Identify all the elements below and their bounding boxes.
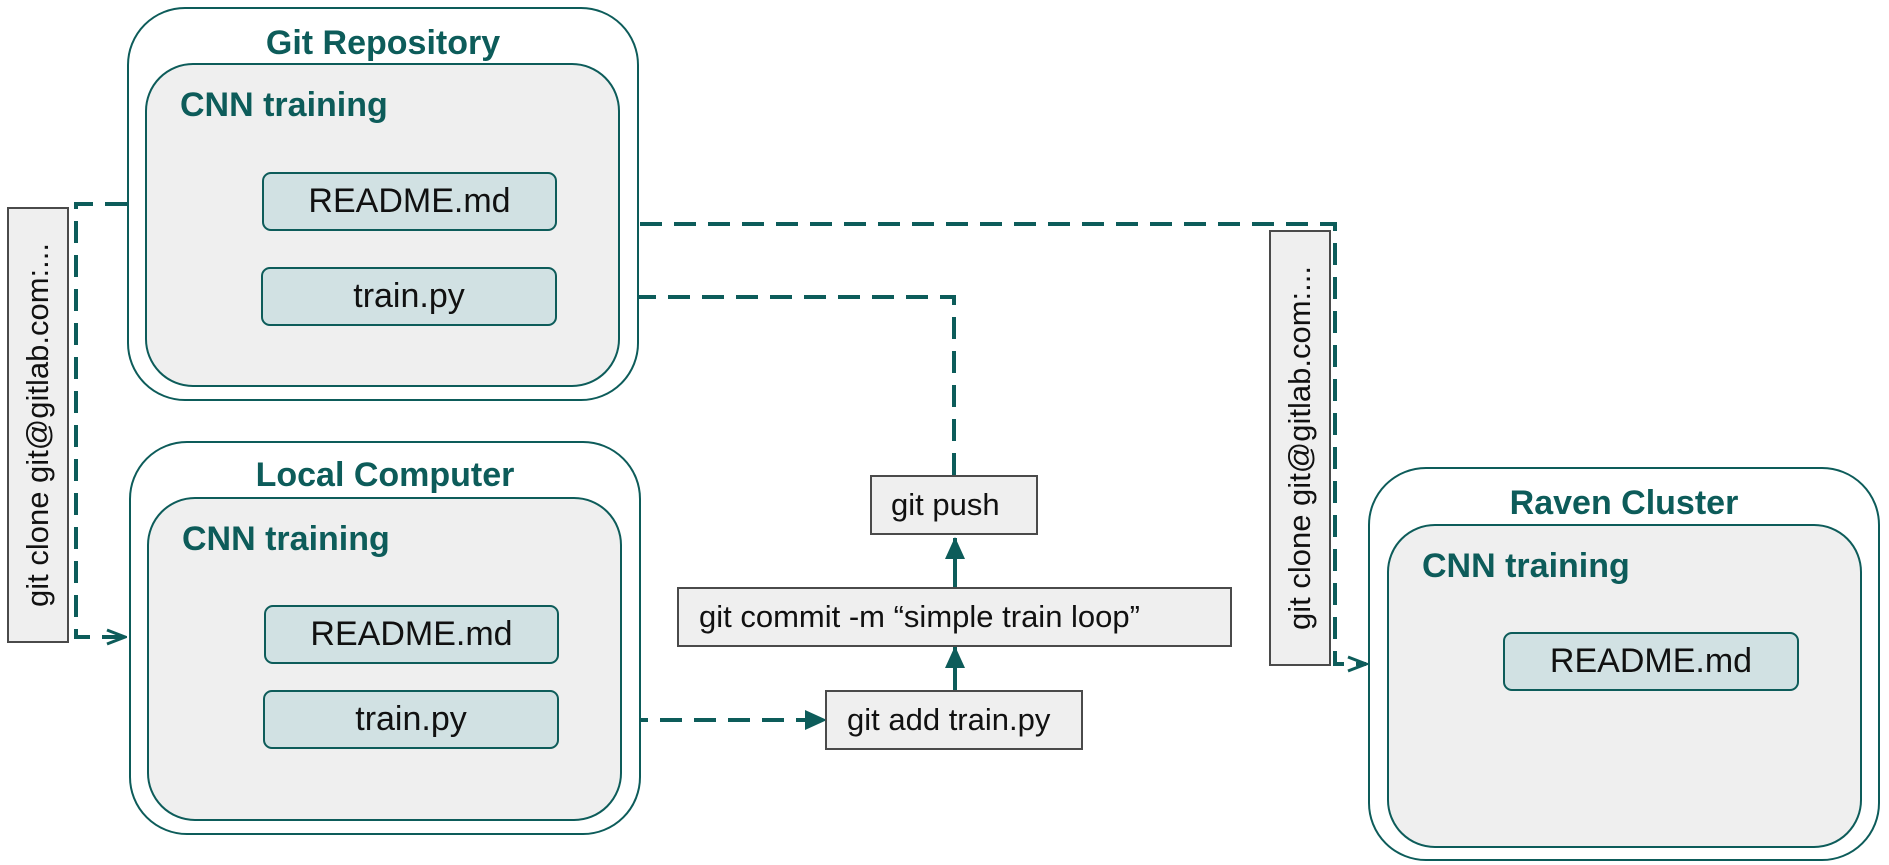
- git-commit-label: git commit -m “simple train loop”: [699, 599, 1140, 634]
- local-train-file: train.py: [263, 690, 559, 749]
- local-readme-file: README.md: [264, 605, 559, 664]
- push-arrow: [557, 287, 956, 475]
- cluster-readme-file: README.md: [1503, 632, 1799, 691]
- git-push-label: git push: [891, 487, 1000, 522]
- raven-cluster-title: Raven Cluster: [1509, 484, 1739, 522]
- git-repo-train-file: train.py: [261, 267, 557, 326]
- git-repo-readme-file: README.md: [262, 172, 557, 231]
- clone-cluster-arrow: [640, 222, 1366, 664]
- git-add-label: git add train.py: [847, 702, 1051, 737]
- git-add-command: git add train.py: [825, 690, 1083, 750]
- clone-cluster-command: git clone git@gitlab.com:...: [1269, 230, 1331, 666]
- git-push-command: git push: [870, 475, 1038, 535]
- clone-local-arrow: [74, 202, 127, 637]
- local-folder-name: CNN training: [182, 520, 390, 558]
- clone-local-command: git clone git@gitlab.com:...: [7, 207, 69, 643]
- git-commit-command: git commit -m “simple train loop”: [677, 587, 1232, 647]
- git-repo-folder-name: CNN training: [180, 86, 388, 124]
- clone-local-command-label: git clone git@gitlab.com:...: [20, 242, 55, 608]
- git-repository-title: Git Repository: [265, 24, 501, 62]
- cluster-folder-name: CNN training: [1422, 547, 1630, 585]
- clone-cluster-command-label: git clone git@gitlab.com:...: [1282, 265, 1317, 631]
- local-computer-title: Local Computer: [255, 456, 515, 494]
